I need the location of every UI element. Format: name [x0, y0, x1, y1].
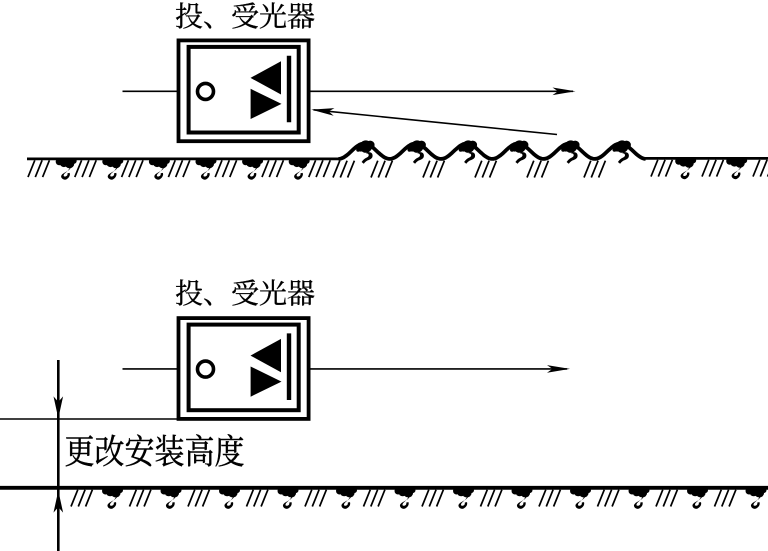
- ground-tuft-icon: [745, 486, 767, 509]
- hatch-slashes-icon: [422, 159, 446, 179]
- hatch-slashes-icon: [73, 159, 98, 178]
- sensor-unit: [179, 318, 309, 419]
- ground-tuft-icon: [219, 486, 240, 509]
- hatch-slashes-icon: [526, 159, 550, 179]
- top-emitted-beam-arrow: [310, 87, 576, 96]
- ground-tuft-icon: [453, 486, 474, 509]
- hatch-slashes-icon: [261, 159, 285, 178]
- top-device-label: 投、受光器: [175, 0, 316, 35]
- hatch-slashes-icon: [214, 159, 238, 178]
- bottom-device-label: 投、受光器: [175, 272, 316, 313]
- ground-tuft-icon: [288, 157, 310, 180]
- ground-tuft-icon: [570, 486, 591, 509]
- ground-tuft-icon: [628, 486, 650, 509]
- grass-tuft-icon: [356, 140, 375, 164]
- grass-tuft-icon: [510, 140, 529, 164]
- sensor-unit: [179, 40, 309, 141]
- ground-tuft-icon: [195, 157, 217, 180]
- grass-tuft-icon: [407, 140, 426, 164]
- hatch-slashes-icon: [167, 159, 191, 178]
- hatch-slashes-icon: [27, 159, 51, 178]
- hatch-slashes-icon: [307, 159, 332, 178]
- hatch-slashes-icon: [752, 158, 768, 178]
- arrowhead-icon: [310, 105, 335, 116]
- bottom-emitted-beam-arrow: [310, 365, 570, 373]
- hatch-slashes-icon: [479, 488, 503, 508]
- grass-wave: [338, 141, 646, 161]
- height-annotation: 更改安装高度: [64, 424, 245, 474]
- hatch-slashes-icon: [655, 488, 679, 508]
- hatch-slashes-icon: [128, 488, 152, 508]
- top-panel: [27, 40, 768, 180]
- ground-tuft-icon: [148, 157, 170, 180]
- hatch-slashes-icon: [304, 488, 328, 508]
- ground-tuft-icon: [242, 157, 264, 180]
- grass-tuft-icon: [458, 140, 478, 164]
- hatch-slashes-icon: [421, 488, 445, 508]
- ground-tuft-icon: [394, 486, 416, 509]
- ground-tuft-icon: [675, 157, 697, 180]
- hatch-slashes-icon: [583, 159, 607, 179]
- hatch-slashes-icon: [332, 159, 356, 179]
- ground-tuft-icon: [102, 157, 124, 180]
- top-ground-hatching: [27, 157, 768, 180]
- bottom-sensor-box: [179, 318, 309, 419]
- top-sensor-box: [179, 40, 309, 141]
- ground-tuft-icon: [511, 486, 533, 509]
- hatch-slashes-icon: [474, 159, 498, 179]
- grass-tuft-icon: [561, 140, 580, 164]
- height-dimension: [0, 360, 178, 551]
- hatch-slashes-icon: [362, 488, 386, 508]
- hatch-slashes-icon: [701, 158, 725, 178]
- ground-tuft-icon: [726, 157, 748, 180]
- top-reflected-beam-arrow: [310, 105, 558, 136]
- ground-tuft-icon: [277, 486, 299, 509]
- hatch-slashes-icon: [538, 488, 562, 508]
- hatch-slashes-icon: [187, 488, 211, 508]
- ground-tuft-icon: [336, 486, 357, 509]
- ground-tuft-icon: [55, 157, 77, 180]
- hatch-slashes-icon: [650, 158, 674, 178]
- hatch-slashes-icon: [120, 159, 144, 178]
- hatch-slashes-icon: [70, 488, 94, 508]
- hatch-slashes-icon: [713, 488, 737, 508]
- hatch-slashes-icon: [245, 488, 269, 508]
- bottom-ground-hatching: [70, 486, 767, 509]
- ground-tuft-icon: [687, 486, 708, 509]
- hatch-slashes-icon: [370, 159, 394, 179]
- grass-tuft-icon: [612, 140, 631, 164]
- ground-tuft-icon: [160, 486, 182, 509]
- hatch-slashes-icon: [596, 488, 620, 508]
- ground-tuft-icon: [102, 486, 123, 509]
- bottom-panel: [0, 318, 768, 551]
